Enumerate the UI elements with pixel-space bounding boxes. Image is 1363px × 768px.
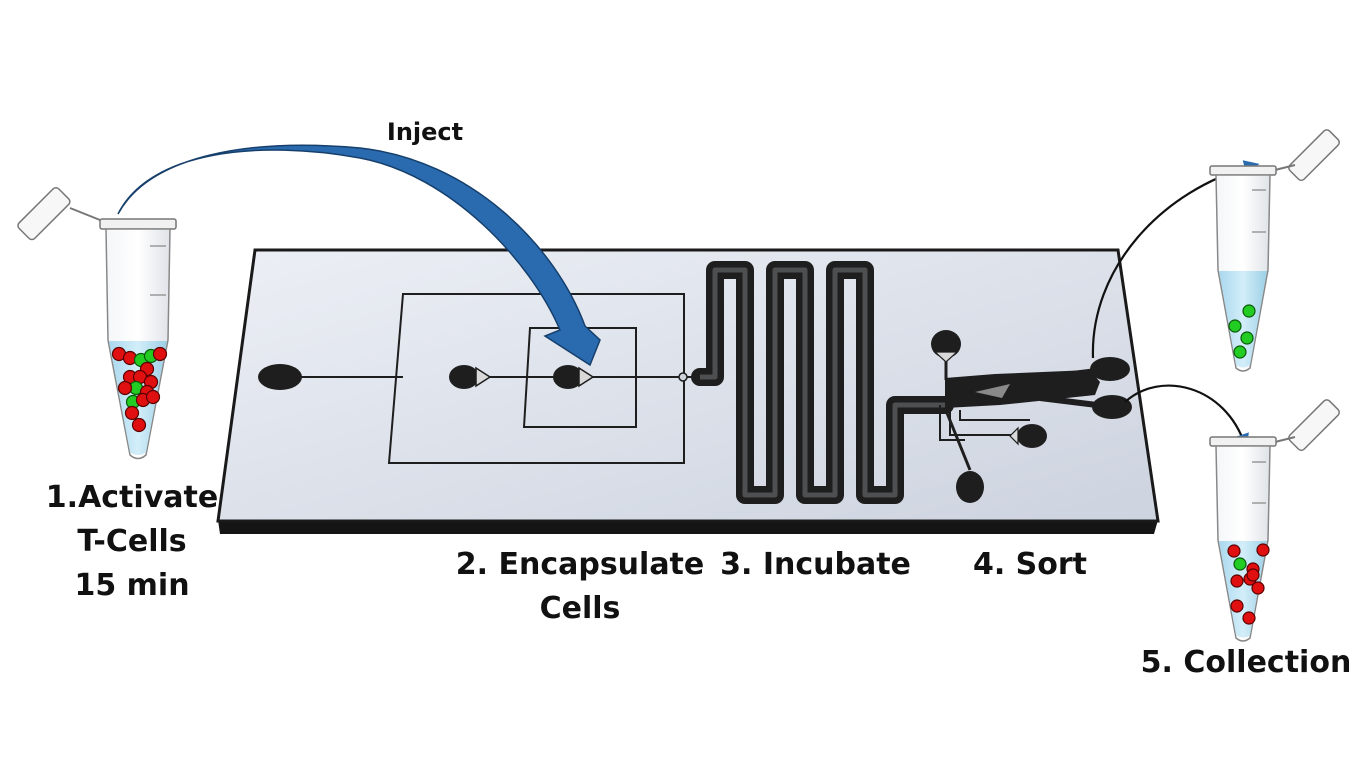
- cell-red: [145, 389, 161, 405]
- waste-channel: [943, 407, 972, 471]
- sorting-region: [931, 330, 1132, 503]
- tube-lid: [1288, 399, 1341, 452]
- chip-side-edge: [218, 520, 1158, 534]
- inlet-port: [258, 364, 302, 390]
- cell-red: [1227, 544, 1241, 558]
- spacer-port-2-filter: [1009, 426, 1019, 446]
- step-3-label: 3. Incubate: [720, 547, 911, 582]
- tube-collection-red: [1209, 399, 1341, 642]
- oil-port-filter: [475, 366, 492, 388]
- step-2-label: 2. Encapsulate Cells: [455, 543, 705, 631]
- cell-red: [1246, 568, 1260, 582]
- cell-green: [1233, 557, 1247, 571]
- inject-arrow: [117, 144, 601, 367]
- cell-red: [124, 405, 140, 421]
- tube-activate: [17, 186, 177, 460]
- cell-red: [131, 417, 147, 433]
- step-1-label: 1.Activate T-Cells 15 min: [40, 476, 224, 608]
- electrode: [975, 384, 1010, 398]
- inner-frame: [522, 327, 637, 428]
- cells-tube-activate: [111, 346, 168, 433]
- cell-red: [1230, 599, 1244, 613]
- cell-red: [1230, 574, 1244, 588]
- microfluidic-chip: [216, 248, 1160, 534]
- waste-port: [956, 471, 984, 503]
- spacer-port-1: [931, 330, 961, 358]
- tube-rim: [99, 218, 177, 230]
- cell-green: [1242, 304, 1256, 318]
- cell-red: [117, 380, 133, 396]
- outer-frame: [387, 293, 685, 464]
- step-5-label: 5. Collection: [1140, 645, 1352, 680]
- cells-tube-collection-green: [1228, 304, 1256, 359]
- step-1-line-3: 15 min: [74, 568, 190, 603]
- cell-green: [1240, 331, 1254, 345]
- tube-collection-green: [1209, 129, 1341, 372]
- inject-label: Inject: [386, 118, 464, 146]
- cell-green: [1233, 345, 1247, 359]
- step-1-line-2: T-Cells: [77, 524, 187, 559]
- outlet-port-bottom: [1092, 395, 1132, 419]
- cell-red: [1251, 581, 1265, 595]
- tube-rim: [1209, 165, 1277, 176]
- tube-liquid: [1219, 271, 1267, 368]
- cells-tube-collection-red: [1227, 543, 1270, 625]
- spacer-port-1-filter: [933, 351, 959, 363]
- step-1-line-1: 1.Activate: [45, 480, 219, 515]
- cell-red: [1242, 611, 1256, 625]
- spacer-port-2: [1017, 424, 1047, 448]
- junction: [678, 372, 688, 382]
- tube-graduations: [1252, 461, 1266, 504]
- incubation-serpentine-channel: [691, 261, 954, 504]
- serpentine-inner: [700, 267, 945, 498]
- tube-rim: [1209, 436, 1277, 447]
- cell-red: [152, 346, 168, 362]
- step-2-line-2: Cells: [539, 591, 621, 626]
- cell-port: [553, 365, 583, 389]
- tube-hinge: [1274, 436, 1296, 443]
- cell-port-filter: [578, 366, 595, 388]
- cell-green: [1228, 319, 1242, 333]
- cell-red: [1256, 543, 1270, 557]
- encapsulation-ports: [258, 364, 688, 390]
- encapsulation-region: [300, 293, 705, 464]
- tube-graduations: [1252, 189, 1266, 233]
- tube-graduations: [150, 245, 166, 296]
- outlet-port-top: [1090, 357, 1130, 381]
- step-4-label: 4. Sort: [972, 547, 1088, 582]
- tube-hinge: [69, 207, 106, 223]
- step-2-line-1: 2. Encapsulate: [455, 547, 705, 582]
- tube-lid: [1288, 129, 1341, 182]
- sort-arrow-bottom: [1124, 384, 1249, 450]
- chip-surface: [216, 248, 1160, 523]
- tube-lid: [17, 186, 71, 241]
- oil-port: [449, 365, 479, 389]
- tube-hinge: [1274, 164, 1296, 171]
